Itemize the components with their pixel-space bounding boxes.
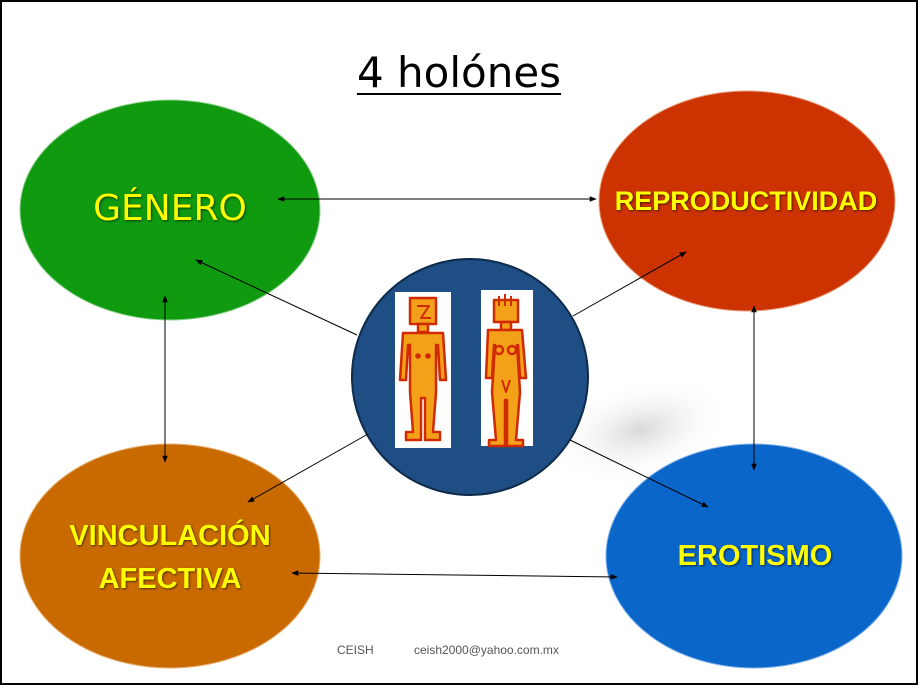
human-figures-icon — [395, 290, 533, 448]
vinculacion-ellipse — [19, 443, 321, 669]
arrow-center-reproductividad — [572, 251, 687, 317]
reproductividad-ellipse — [598, 90, 896, 312]
erotismo-label: EROTISMO — [677, 540, 833, 572]
reproductividad-label: REPRODUCTIVIDAD — [614, 186, 878, 216]
genero-ellipse — [19, 99, 321, 321]
arrow-center-vinculacion — [247, 433, 369, 503]
vinculacion-label-line1: VINCULACIÓN — [69, 520, 271, 552]
slide-title: 4 holónes — [356, 48, 562, 97]
footer-email: ceish2000@yahoo.com.mx — [414, 643, 559, 657]
genero-label: GÉNERO — [93, 188, 247, 229]
arrow-center-erotismo — [569, 439, 709, 508]
vinculacion-label-line2: AFECTIVA — [98, 563, 242, 595]
arrow-center-genero — [195, 259, 358, 336]
arrow-vinculacion-erotismo — [291, 570, 618, 580]
center-circle — [351, 258, 589, 496]
footer-org: CEISH — [337, 643, 374, 657]
